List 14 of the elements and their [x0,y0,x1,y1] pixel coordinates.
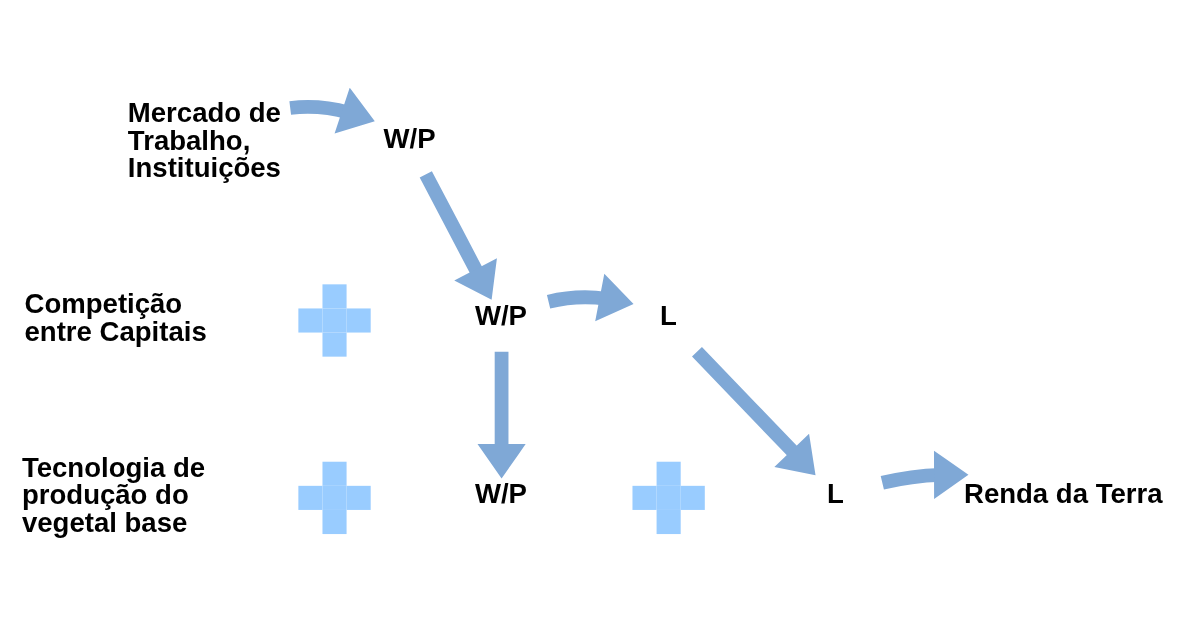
node-text: L [827,477,844,509]
node-text: Tecnologia de produção do vegetal base [21,451,206,538]
node-text: L [660,300,677,332]
node-text: Mercado de Trabalho, Instituições [127,97,281,184]
arrow [692,346,816,476]
arrow [880,450,969,499]
arrow [477,351,526,479]
node-text: Renda da Terra [964,477,1163,509]
arrow [419,171,497,300]
node-text: Competição entre Capitais [24,288,207,347]
arrow [289,88,375,134]
node-text: W/P [474,300,527,332]
node-text: W/P [383,122,436,154]
node-text: W/P [474,477,527,509]
